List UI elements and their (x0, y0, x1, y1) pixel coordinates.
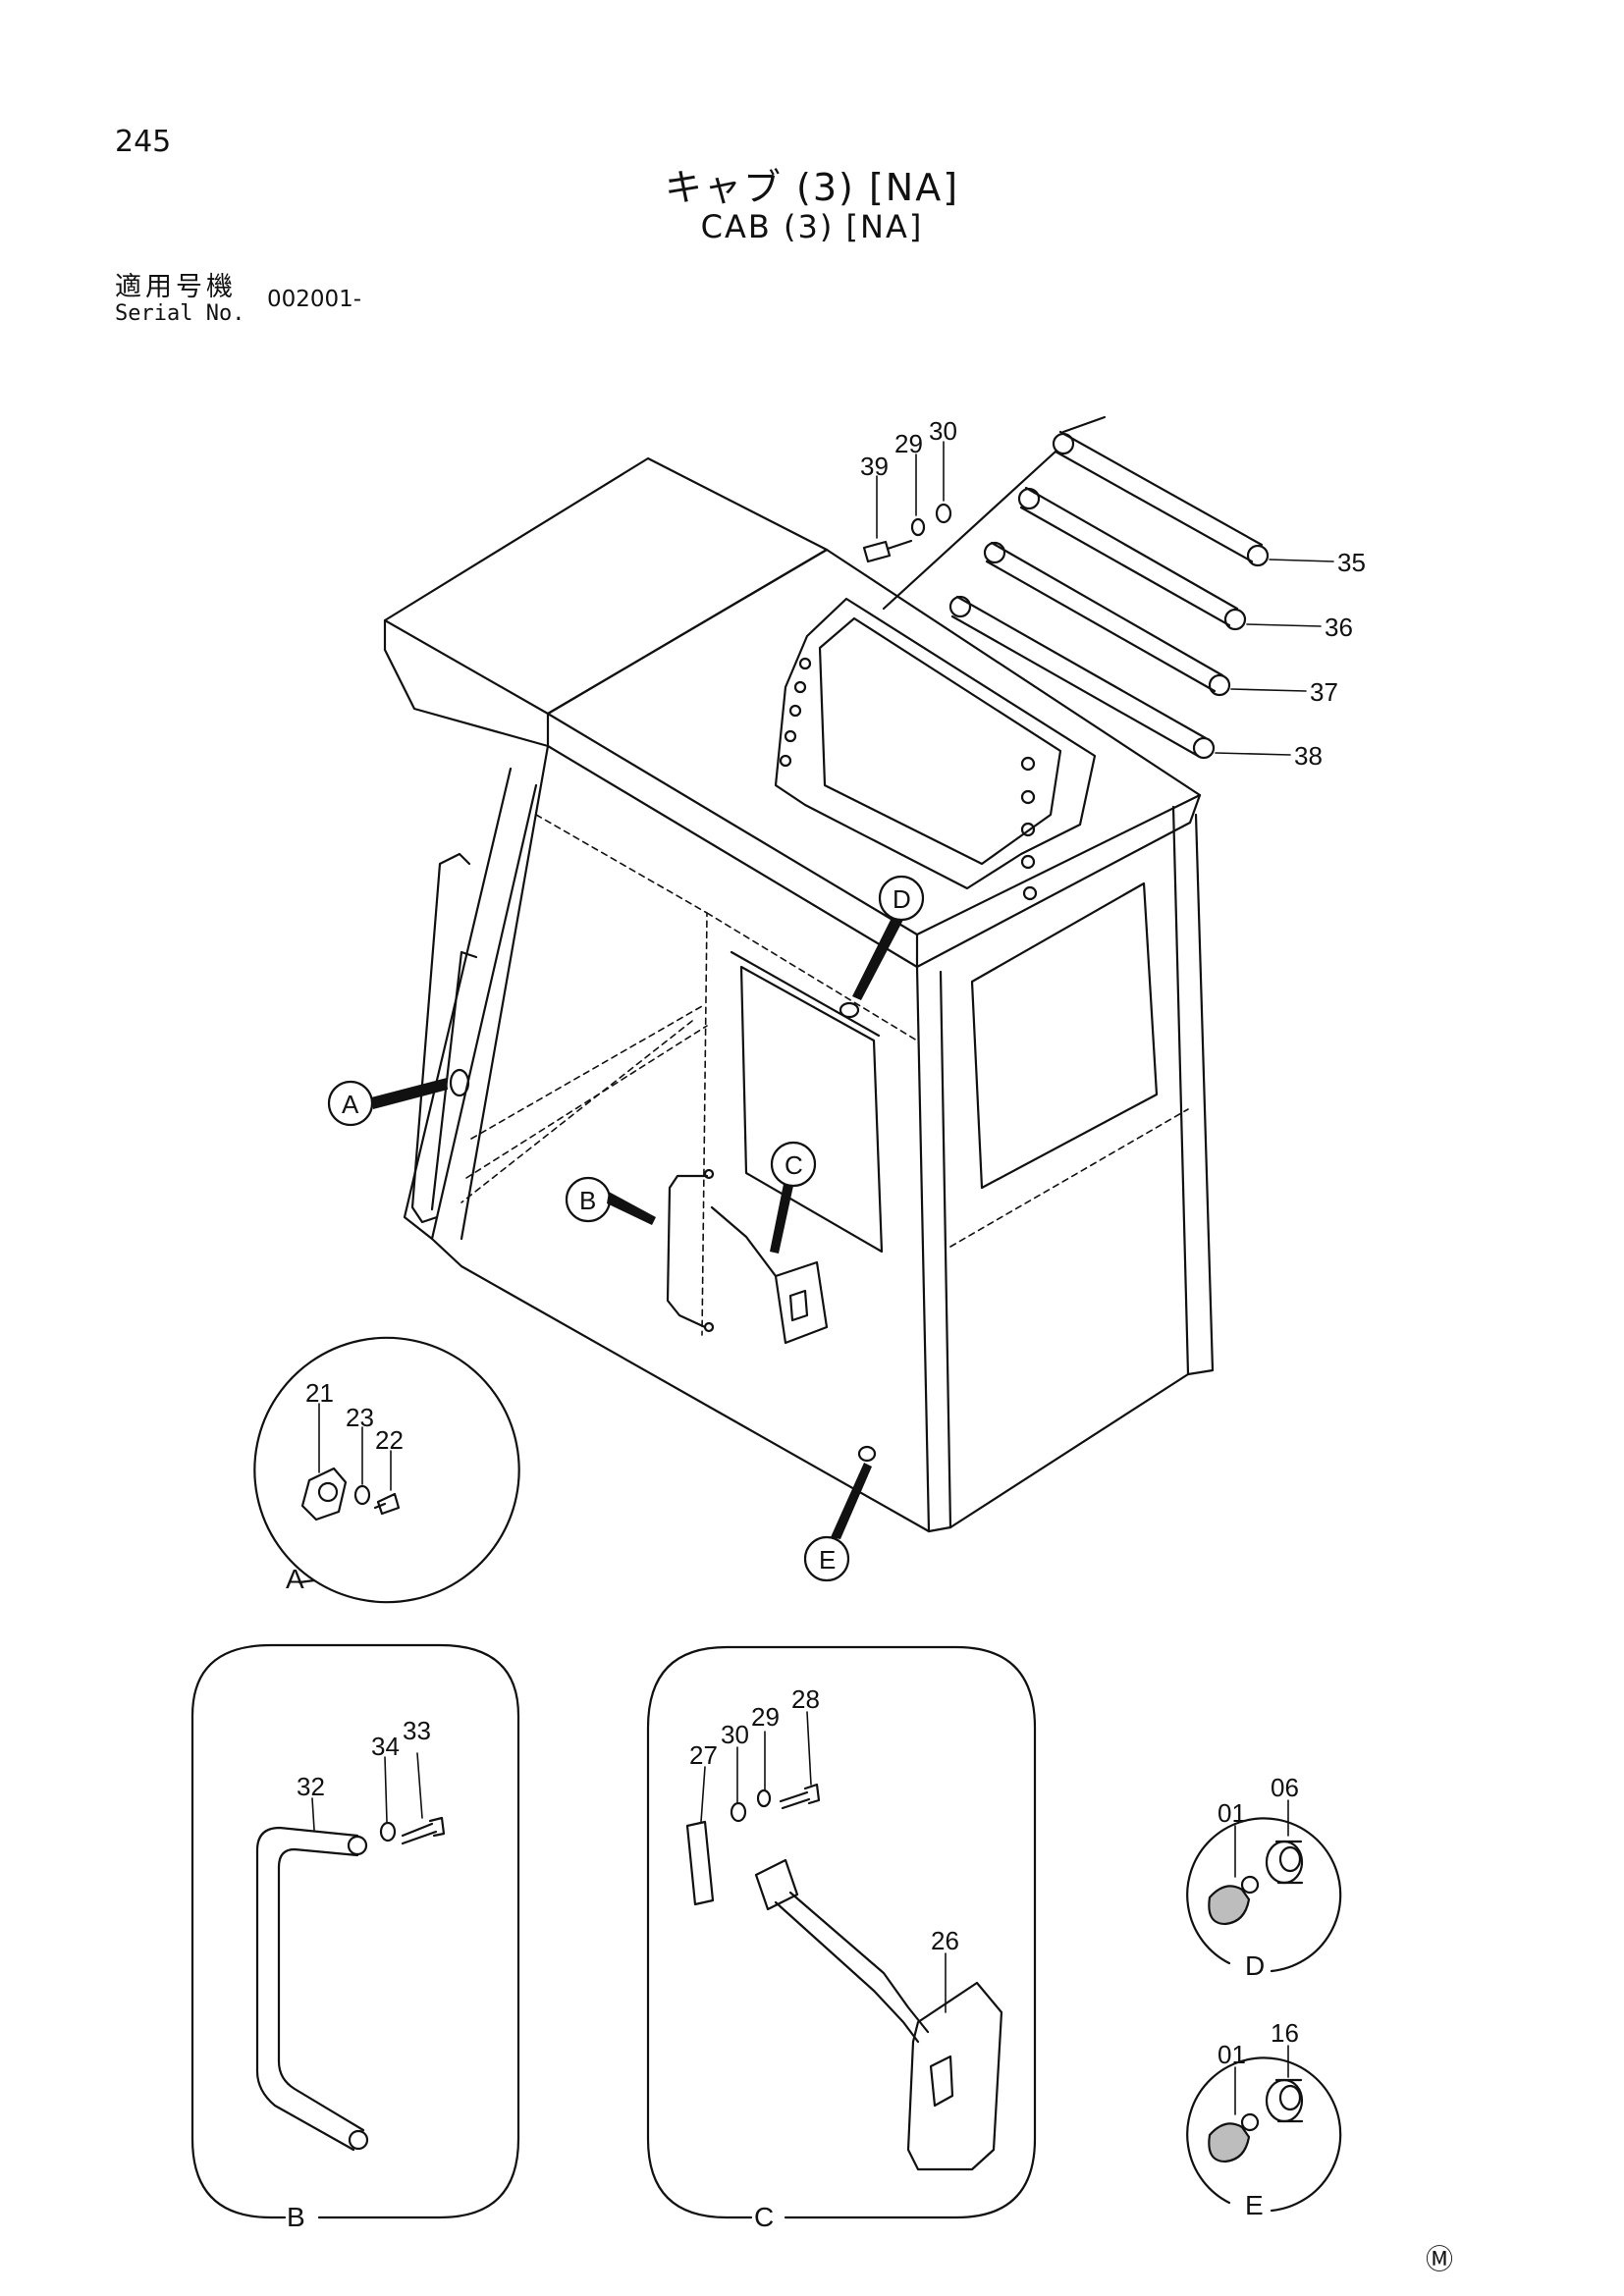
page-number: 245 (115, 125, 172, 159)
part-label-22: 22 (375, 1425, 404, 1455)
svg-text:B: B (579, 1186, 596, 1215)
serial-value: 002001- (267, 287, 362, 312)
part-label-27: 27 (689, 1740, 718, 1770)
svg-text:A: A (342, 1090, 359, 1119)
page-title-jp: キャブ (3) [NA] (664, 166, 960, 209)
part-label-39: 39 (860, 452, 889, 481)
part-label-38: 38 (1294, 741, 1323, 771)
part-label-30: 30 (721, 1720, 749, 1749)
part-label-06: 06 (1271, 1773, 1299, 1802)
part-label-34: 34 (371, 1732, 400, 1761)
detail-a-label: A (286, 1564, 304, 1594)
cab-assembly (383, 456, 1215, 1533)
part-label-01-d: 01 (1218, 1798, 1246, 1828)
part-label-29: 29 (751, 1702, 780, 1732)
part-label-16: 16 (1271, 2018, 1299, 2048)
svg-text:D: D (893, 884, 911, 914)
callout-d: D (852, 875, 925, 1000)
part-label-21: 21 (305, 1378, 334, 1408)
part-label-26: 26 (931, 1926, 959, 1955)
part-label-29: 29 (894, 429, 923, 458)
leader-lines (876, 441, 1334, 756)
part-label-01-e: 01 (1218, 2040, 1246, 2069)
part-label-33: 33 (403, 1716, 431, 1745)
part-label-28: 28 (791, 1684, 820, 1714)
detail-a: 21 23 22 A (253, 1336, 520, 1604)
part-label-35: 35 (1337, 548, 1366, 577)
detail-c: 27 30 29 28 26 C (646, 1645, 1037, 2232)
part-label-23: 23 (346, 1403, 374, 1432)
part-label-30: 30 (929, 416, 957, 446)
serial-label-jp: 適用号機 (115, 272, 237, 302)
detail-e: 01 16 E (1186, 2018, 1342, 2220)
m-mark: Ⓜ (1426, 2244, 1453, 2274)
callout-a: A (327, 1078, 448, 1127)
roof-stays (882, 415, 1270, 760)
stay-fasteners (862, 503, 952, 563)
callout-e: E (803, 1463, 872, 1582)
callout-c: C (770, 1141, 817, 1254)
detail-e-label: E (1245, 2190, 1264, 2220)
part-label-36: 36 (1325, 613, 1353, 642)
detail-b-label: B (287, 2202, 305, 2232)
part-label-32: 32 (297, 1772, 325, 1801)
detail-d-label: D (1245, 1950, 1265, 1981)
callout-b: B (565, 1176, 656, 1225)
page-title-en: CAB (3) [NA] (700, 208, 924, 245)
svg-text:C: C (785, 1150, 803, 1180)
serial-label-en: Serial No. (115, 301, 245, 326)
detail-d: 01 06 D (1186, 1773, 1342, 1981)
part-label-37: 37 (1310, 677, 1338, 707)
detail-b: 32 34 33 B (190, 1643, 520, 2232)
detail-c-label: C (754, 2202, 774, 2232)
svg-text:E: E (819, 1545, 836, 1575)
